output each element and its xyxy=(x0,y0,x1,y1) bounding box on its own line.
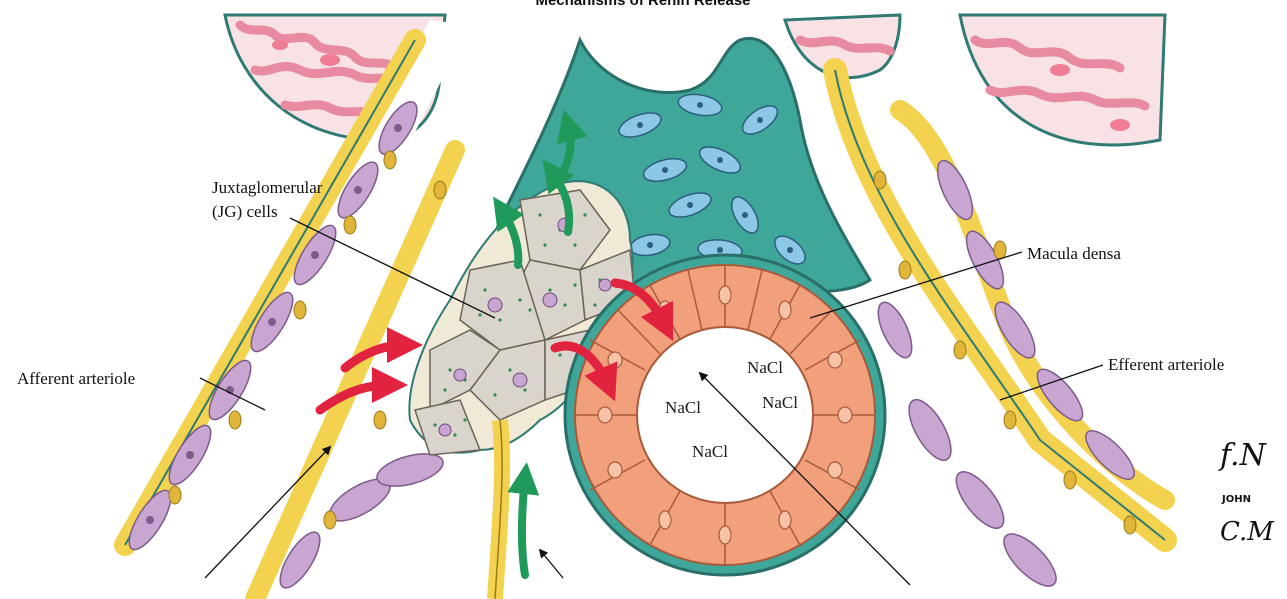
signature-artist: C.M xyxy=(1220,517,1275,547)
label-afferent-arteriole: Afferent arteriole xyxy=(17,369,135,388)
nacl-label-2: NaCl xyxy=(665,398,701,417)
label-jg-cells-line1: Juxtaglomerular xyxy=(212,178,323,197)
nacl-label-1: NaCl xyxy=(747,358,783,377)
figure-title: Mechanisms of Renin Release xyxy=(535,0,750,9)
efferent-arteriole xyxy=(835,70,1165,594)
nacl-label-3: NaCl xyxy=(762,393,798,412)
distal-tubule: NaCl NaCl NaCl NaCl xyxy=(565,255,885,575)
label-jg-cells-line2: (JG) cells xyxy=(212,202,278,221)
label-efferent-arteriole: Efferent arteriole xyxy=(1108,355,1224,374)
nacl-label-4: NaCl xyxy=(692,442,728,461)
signature-name: JOHN xyxy=(1221,494,1251,505)
signature-initials: f.N xyxy=(1218,438,1268,473)
artist-signature: f.N JOHN C.M xyxy=(1218,438,1275,547)
label-macula-densa: Macula densa xyxy=(1027,244,1121,263)
